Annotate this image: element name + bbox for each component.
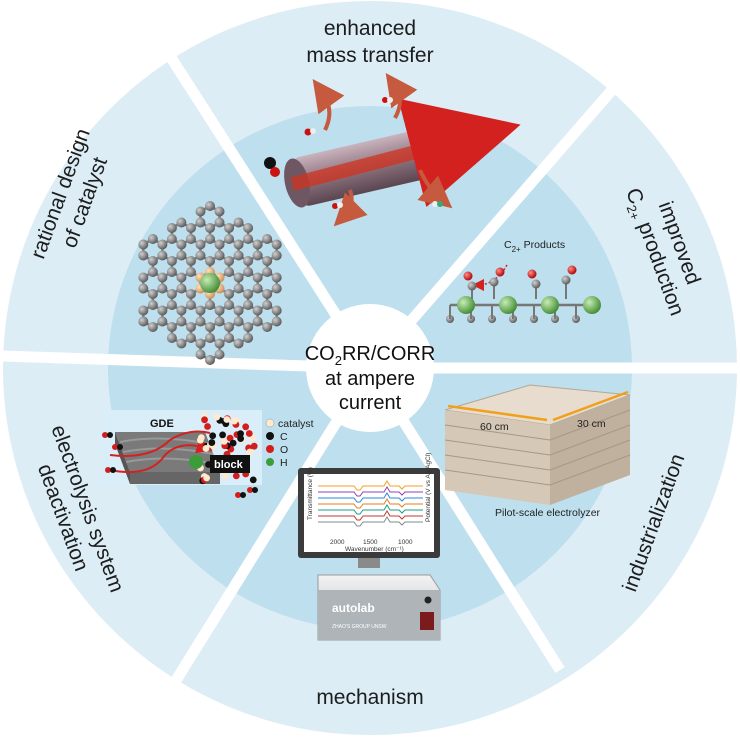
xlabel: Wavenumber (cm⁻¹): [345, 546, 404, 553]
center-line3: current: [339, 392, 402, 414]
electrolyzer-caption: Pilot-scale electrolyzer: [495, 507, 601, 519]
gde-title: GDE: [150, 418, 174, 430]
porous-tube-illustration: [264, 72, 521, 227]
gde-block-label: block: [214, 459, 244, 471]
label-mass-transfer: mass transfer: [306, 44, 433, 67]
xtick-2000: 2000: [330, 539, 345, 546]
center-title: CO2RR/CORR: [305, 343, 436, 368]
legend-o: O: [280, 444, 288, 456]
c2-products-illustration: C2+ Products: [446, 239, 601, 323]
autolab-brand: autolab: [332, 601, 375, 615]
dim-60cm: 60 cm: [480, 421, 509, 433]
center-circle: [306, 304, 434, 432]
legend-h: H: [280, 457, 288, 469]
c2-products-label: C2+ Products: [504, 239, 565, 254]
legend-c: C: [280, 431, 288, 443]
ylabel-right: Potential (V vs Ag/AgCl): [425, 453, 432, 522]
center-line2: at ampere: [325, 368, 415, 390]
graphene-sheet: [138, 201, 282, 365]
autolab-sublabel: ZHAO'S GROUP UNSW: [332, 624, 387, 630]
xtick-1500: 1500: [363, 539, 378, 546]
gde-illustration: GDE block catalyst C O H: [100, 410, 314, 498]
dim-30cm: 30 cm: [577, 418, 606, 430]
instrument-illustration: Transmittance (%) Potential (V vs Ag/AgC…: [298, 453, 441, 641]
label-mechanism: mechanism: [316, 686, 423, 709]
xtick-1000: 1000: [398, 539, 413, 546]
label-enhanced: enhanced: [324, 17, 416, 40]
legend-catalyst: catalyst: [278, 418, 314, 430]
ylabel-left: Transmittance (%): [307, 467, 314, 520]
electrolyzer-illustration: 60 cm 30 cm Pilot-scale electrolyzer: [444, 384, 631, 519]
